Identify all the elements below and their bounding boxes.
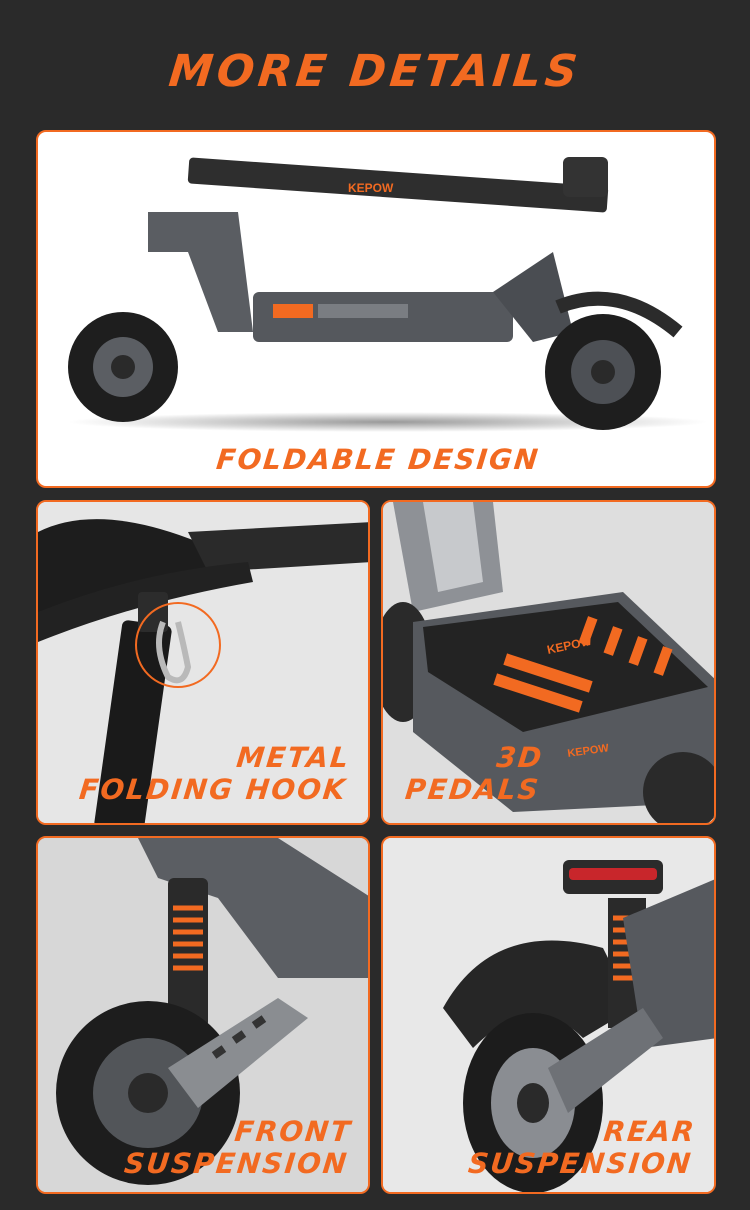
rear-suspension-closeup [383, 838, 714, 1192]
pedals-closeup: KEPOW KEPOW [383, 502, 714, 823]
label-rear-suspension: REAR SUSPENSION [466, 1115, 698, 1180]
panel-rear-suspension: REAR SUSPENSION [381, 836, 716, 1194]
label-foldable-design: FOLDABLE DESIGN [214, 443, 542, 476]
panel-foldable-design: KEPOW FOLDABLE DESIGN [36, 130, 716, 488]
label-3d-pedals: 3D PEDALS [404, 741, 546, 806]
page-title: MORE DETAILS [166, 46, 584, 97]
label-front-suspension: FRONT SUSPENSION [122, 1115, 354, 1180]
front-suspension-closeup [38, 838, 368, 1192]
highlight-circle [135, 602, 221, 688]
folded-scooter-illustration: KEPOW [68, 157, 708, 432]
brand-text: KEPOW [348, 181, 394, 195]
folding-hook-closeup [38, 502, 368, 823]
brand-text-2: KEPOW [567, 742, 610, 760]
label-metal-folding-hook: METAL FOLDING HOOK [77, 741, 352, 806]
panel-metal-folding-hook: METAL FOLDING HOOK [36, 500, 370, 825]
panel-3d-pedals: KEPOW KEPOW 3D PEDALS [381, 500, 716, 825]
panel-front-suspension: FRONT SUSPENSION [36, 836, 370, 1194]
